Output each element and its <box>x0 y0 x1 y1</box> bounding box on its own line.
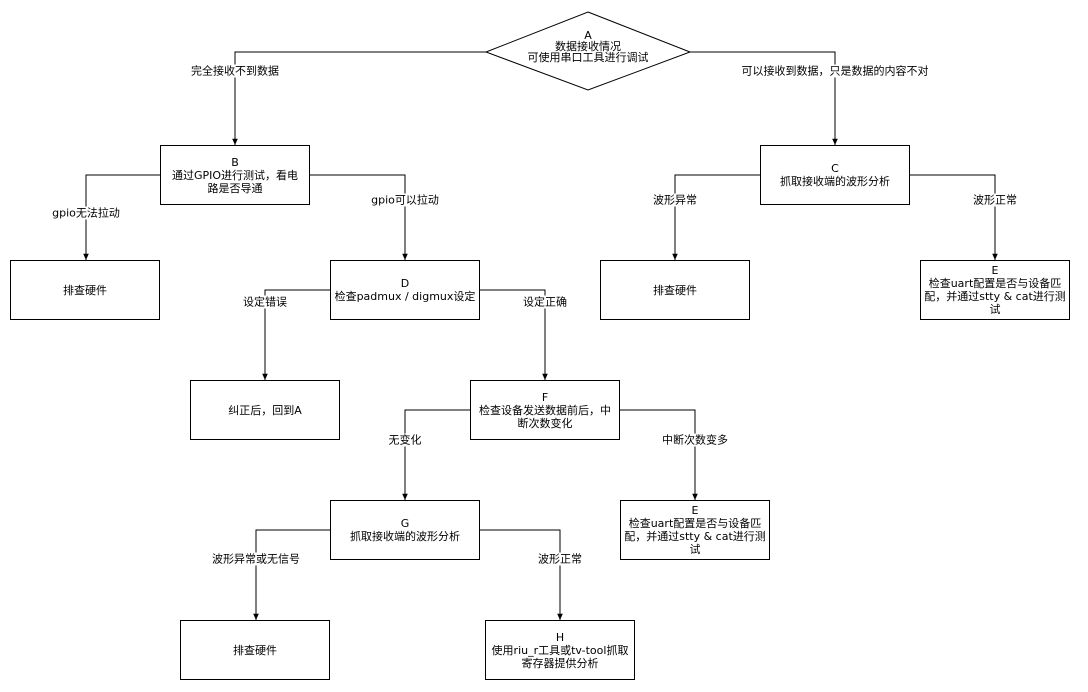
node-h: H 使用riu_r工具或tv-tool抓取 寄存器提供分析 <box>485 620 635 680</box>
edge-f-g <box>402 409 470 500</box>
node-e-1: E 检查uart配置是否与设备匹 配，并通过stty & cat进行测 试 <box>920 260 1070 320</box>
node-e-2-id: E <box>691 504 699 517</box>
node-b-left-line-1: 排查硬件 <box>63 283 107 297</box>
node-e-1-line-2: 配，并通过stty & cat进行测 <box>924 290 1066 303</box>
node-f-id: F <box>541 390 549 404</box>
edge-d-left <box>262 289 330 380</box>
node-g-line-1: 抓取接收端的波形分析 <box>350 530 460 543</box>
edge-a-c <box>690 51 838 145</box>
edge-a-b <box>232 51 486 145</box>
node-f-line-2: 断次数变化 <box>517 416 573 430</box>
edge-label-d-left: 设定错误 <box>242 295 288 309</box>
edge-b-d <box>310 174 408 260</box>
edge-label-g-left: 波形异常或无信号 <box>211 552 301 566</box>
edge-g-left <box>253 529 330 620</box>
node-c: C 抓取接收端的波形分析 <box>760 145 910 205</box>
node-d-line-1: 检查padmux / digmux设定 <box>334 290 476 303</box>
node-a-line-1: 数据接收情况 <box>555 40 621 53</box>
edge-label-d-f: 设定正确 <box>522 295 568 309</box>
edge-label-f-g: 无变化 <box>387 433 423 447</box>
edge-c-e <box>910 174 998 260</box>
node-e-1-line-3: 试 <box>989 303 1001 316</box>
node-h-id: H <box>555 630 565 644</box>
node-d: D 检查padmux / digmux设定 <box>330 260 480 320</box>
node-d-id: D <box>400 277 410 290</box>
node-d-left: 纠正后，回到A <box>190 380 340 440</box>
edge-label-c-e: 波形正常 <box>972 193 1018 207</box>
edge-g-h <box>480 529 563 620</box>
edge-b-left <box>83 174 160 260</box>
node-e-1-id: E <box>991 264 999 277</box>
node-e-2-line-1: 检查uart配置是否与设备匹 <box>628 517 762 530</box>
node-e-2-line-2: 配，并通过stty & cat进行测 <box>624 530 766 543</box>
node-a-id: A <box>584 29 592 42</box>
node-c-id: C <box>831 162 839 175</box>
node-c-left: 排查硬件 <box>600 260 750 320</box>
edge-label-a-c: 可以接收到数据，只是数据的内容不对 <box>740 64 930 78</box>
node-f: F 检查设备发送数据前后，中 断次数变化 <box>470 380 620 440</box>
node-e-2-line-3: 试 <box>689 543 701 556</box>
node-h-line-2: 寄存器提供分析 <box>521 656 599 670</box>
node-g-left: 排查硬件 <box>180 620 330 680</box>
node-b-id: B <box>231 155 239 169</box>
node-g-id: G <box>400 517 410 530</box>
decision-a-text: A 数据接收情况 可使用串口工具进行调试 <box>486 30 690 63</box>
node-b-left: 排查硬件 <box>10 260 160 320</box>
edge-label-c-left: 波形异常 <box>652 193 698 207</box>
node-f-line-1: 检查设备发送数据前后，中 <box>479 403 611 417</box>
node-g: G 抓取接收端的波形分析 <box>330 500 480 560</box>
edge-label-g-h: 波形正常 <box>537 552 583 566</box>
node-a-line-2: 可使用串口工具进行调试 <box>527 51 649 64</box>
node-c-line-1: 抓取接收端的波形分析 <box>780 175 890 188</box>
node-h-line-1: 使用riu_r工具或tv-tool抓取 <box>491 643 629 657</box>
edge-label-b-left: gpio无法拉动 <box>51 206 121 220</box>
node-b-line-1: 通过GPIO进行测试，看电 <box>171 168 299 182</box>
node-e-1-line-1: 检查uart配置是否与设备匹 <box>928 277 1062 290</box>
node-c-left-line-1: 排查硬件 <box>653 283 697 297</box>
edge-d-f <box>480 289 548 380</box>
node-b: B 通过GPIO进行测试，看电 路是否导通 <box>160 145 310 205</box>
decision-diamond-a <box>484 11 692 91</box>
edge-f-e <box>620 409 698 500</box>
node-b-line-2: 路是否导通 <box>207 181 263 195</box>
node-g-left-line-1: 排查硬件 <box>233 643 277 657</box>
edge-label-f-e: 中断次数变多 <box>661 433 729 447</box>
node-e-2: E 检查uart配置是否与设备匹 配，并通过stty & cat进行测 试 <box>620 500 770 560</box>
edge-label-b-d: gpio可以拉动 <box>370 193 440 207</box>
node-d-left-line-1: 纠正后，回到A <box>228 403 302 417</box>
edge-c-left <box>672 174 760 260</box>
edge-label-a-b: 完全接收不到数据 <box>190 64 280 78</box>
